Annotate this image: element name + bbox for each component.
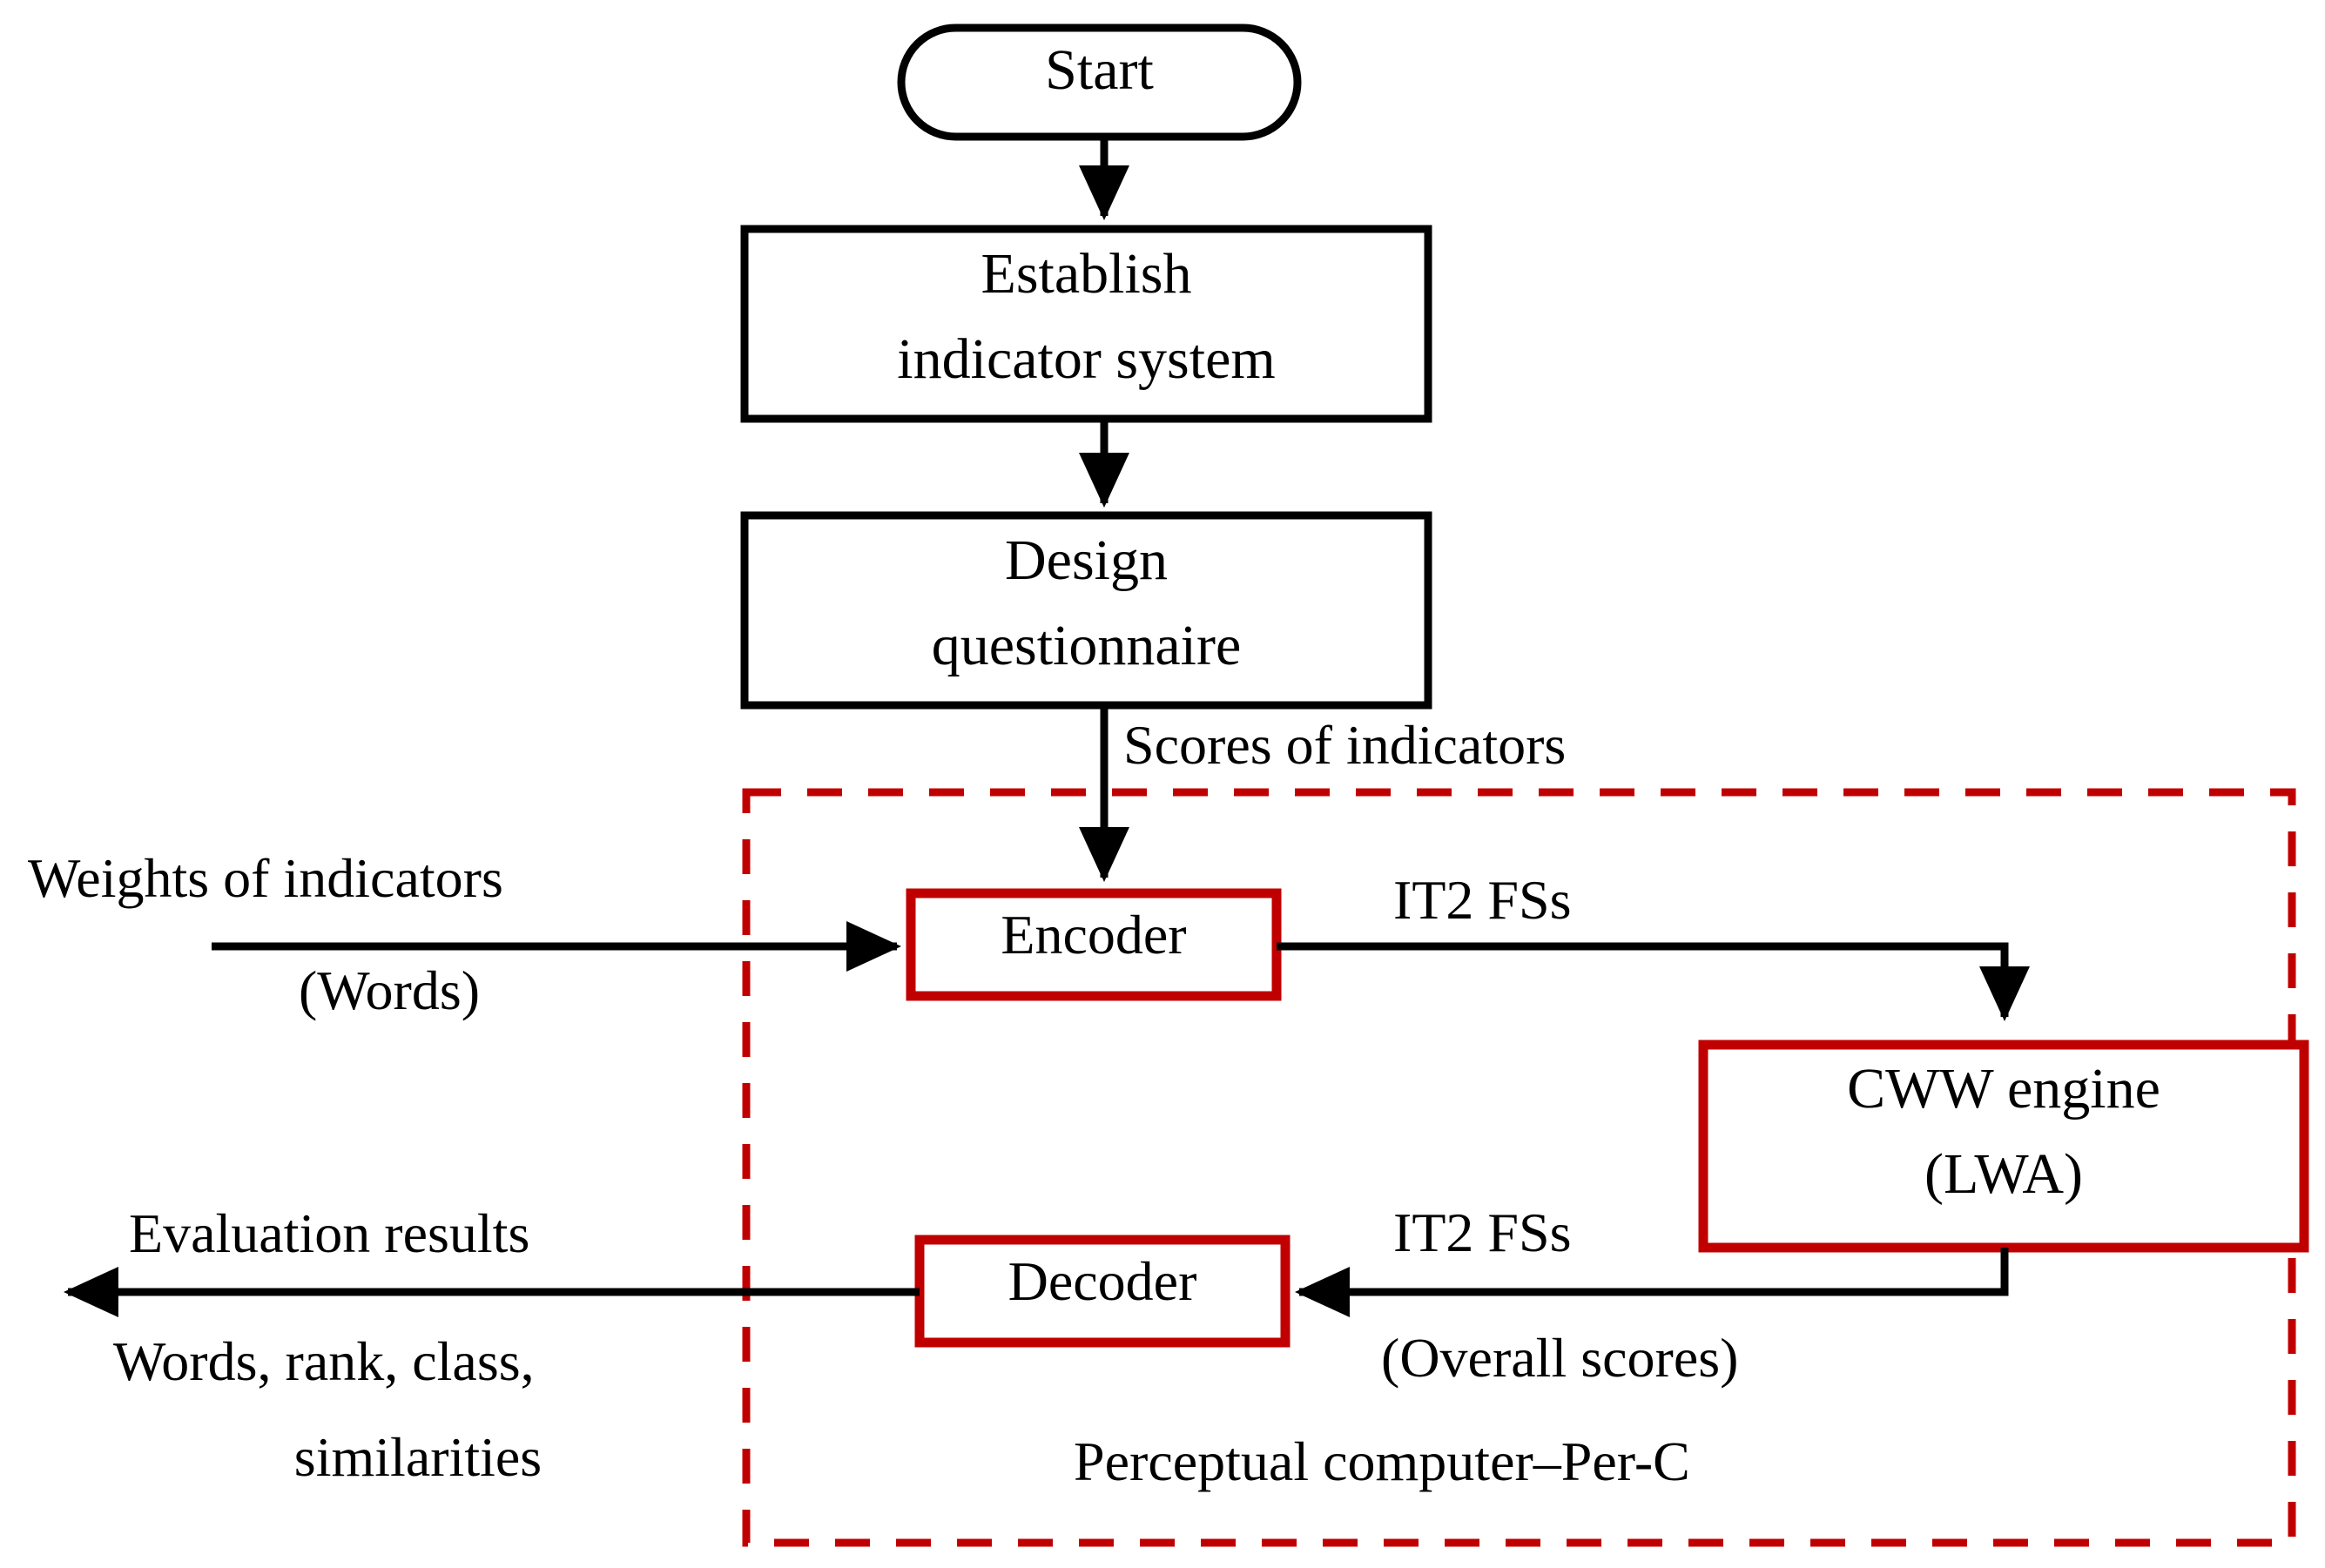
establish-node-shape[interactable]	[740, 225, 1432, 423]
edge-cww-to-decoder	[1294, 1248, 2009, 1317]
encoder-node-label: Encoder	[1001, 904, 1187, 966]
edge-label-weights-words: (Words)	[298, 959, 481, 1021]
start-node-shape[interactable]	[897, 24, 1302, 141]
establish-node-label-line1: Establish	[981, 242, 1192, 306]
edge-label-evaluation-detail-line1: Words, rank, class,	[113, 1330, 535, 1392]
edge-label-it2-fss-top: IT2 FSs	[1393, 869, 1572, 931]
establish-node-label-line2: indicator system	[897, 327, 1276, 391]
cww-node-label-line1: CWW engine	[1847, 1057, 2160, 1120]
design-node-label-line2: questionnaire	[931, 614, 1242, 677]
edge-label-evaluation-detail-line2: similarities	[293, 1426, 542, 1488]
cww-node-label-line2: (LWA)	[1924, 1142, 2083, 1206]
decoder-node-label: Decoder	[1008, 1250, 1197, 1312]
design-node-label-line1: Design	[1005, 528, 1168, 592]
edge-label-overall-scores: (Overall scores)	[1381, 1327, 1739, 1389]
design-node-shape[interactable]	[740, 511, 1432, 710]
edge-label-it2-fss-bottom: IT2 FSs	[1393, 1201, 1572, 1263]
edge-encoder-to-cww	[1277, 942, 2030, 1022]
edge-label-scores-of-indicators: Scores of indicators	[1123, 714, 1567, 776]
start-node-label: Start	[1045, 38, 1154, 102]
edge-label-evaluation-results: Evaluation results	[129, 1202, 530, 1264]
per-c-group-box-label: Perceptual computer–Per-C	[1074, 1430, 1690, 1492]
edge-label-weights-of-indicators: Weights of indicators	[28, 847, 503, 909]
